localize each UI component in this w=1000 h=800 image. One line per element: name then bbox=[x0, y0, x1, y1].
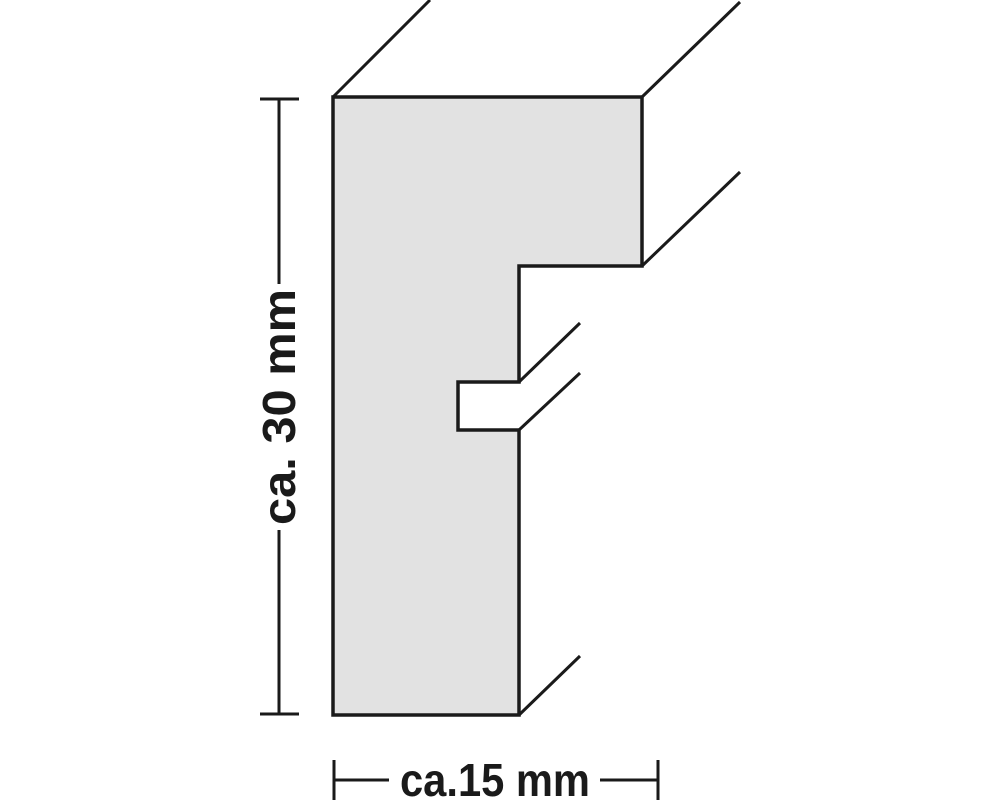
width-label: ca.15 mm bbox=[400, 754, 590, 800]
depth-line-bottom bbox=[517, 654, 582, 717]
width-dimension bbox=[332, 760, 660, 800]
depth-line-step bbox=[640, 170, 742, 268]
profile-cross-section bbox=[331, 95, 644, 717]
depth-line-top-left bbox=[331, 0, 432, 99]
depth-line-groove-bottom bbox=[517, 371, 582, 432]
depth-line-groove-top bbox=[517, 321, 582, 384]
height-label: ca. 30 mm bbox=[253, 289, 305, 525]
depth-line-top-right bbox=[640, 0, 742, 99]
height-dimension bbox=[260, 97, 299, 716]
depth-lines bbox=[331, 0, 742, 717]
